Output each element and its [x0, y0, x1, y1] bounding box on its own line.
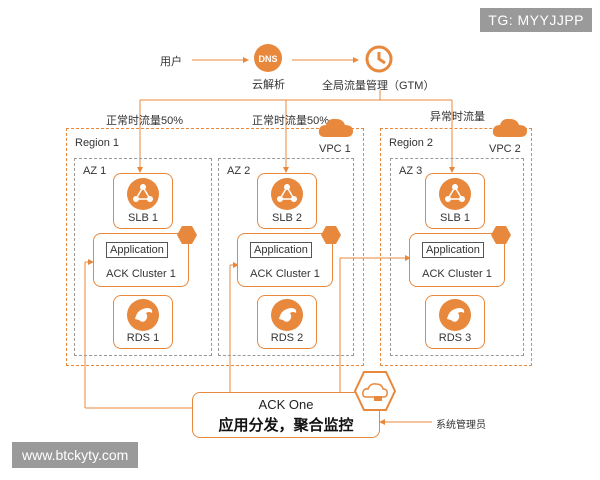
- region-1-label: Region 1: [75, 137, 120, 149]
- ack-cluster-box: Application ACK Cluster 1: [93, 233, 189, 287]
- mysql-dolphin-icon: [271, 299, 303, 331]
- az-2: AZ 2 SLB 2 Application ACK Cluster 1 RDS…: [218, 158, 354, 356]
- rds-label: RDS 1: [126, 332, 160, 344]
- slb-label: SLB 1: [440, 212, 470, 224]
- slb-icon: [439, 178, 471, 210]
- gtm-label: 全局流量管理（GTM）: [322, 80, 435, 92]
- user-label: 用户: [160, 56, 182, 68]
- ack-cluster-box: Application ACK Cluster 1: [237, 233, 333, 287]
- watermark-bottom-left: www.btckyty.com: [12, 442, 139, 468]
- application-label: Application: [250, 242, 312, 258]
- ackone-cloud-icon: [353, 370, 397, 412]
- mysql-dolphin-icon: [439, 299, 471, 331]
- region-1: Region 1 VPC 1: [66, 118, 364, 366]
- dns-icon: DNS: [254, 44, 282, 72]
- rds-label: RDS 3: [438, 332, 472, 344]
- cluster-label: ACK Cluster 1: [106, 268, 176, 280]
- cluster-label: ACK Cluster 1: [250, 268, 320, 280]
- az-label: AZ 1: [83, 165, 107, 177]
- application-label: Application: [422, 242, 484, 258]
- admin-label: 系统管理员: [436, 420, 486, 431]
- az-label: AZ 2: [227, 165, 251, 177]
- az-1: AZ 1 SLB 1 Application ACK Cluster 1 RDS…: [74, 158, 212, 356]
- rds-box: RDS 1: [113, 295, 173, 349]
- svg-text:DNS: DNS: [258, 54, 277, 64]
- az-label: AZ 3: [399, 165, 423, 177]
- ack-cluster-box: Application ACK Cluster 1: [409, 233, 505, 287]
- ack-one-box: ACK One 应用分发，聚合监控: [192, 392, 380, 438]
- kubernetes-icon: [491, 226, 511, 244]
- region-1-vpc: VPC 1: [319, 143, 351, 155]
- region-2-vpc: VPC 2: [489, 143, 521, 155]
- cloud-icon: [317, 117, 355, 137]
- kubernetes-icon: [177, 226, 197, 244]
- az-3: AZ 3 SLB 1 Application ACK Cluster 1 RDS…: [390, 158, 524, 356]
- flow-normal-2: 正常时流量50%: [252, 115, 330, 127]
- flow-normal-1: 正常时流量50%: [106, 115, 184, 127]
- dns-label: 云解析: [252, 79, 285, 91]
- slb-icon: [271, 178, 303, 210]
- rds-box: RDS 3: [425, 295, 485, 349]
- cloud-icon: [491, 117, 529, 137]
- mysql-dolphin-icon: [127, 299, 159, 331]
- ack-one-title: ACK One: [258, 397, 314, 412]
- application-label: Application: [106, 242, 168, 258]
- slb-label: SLB 1: [128, 212, 158, 224]
- flow-abnormal: 异常时流量: [430, 111, 485, 123]
- gtm-icon: [364, 44, 394, 74]
- slb-icon: [127, 178, 159, 210]
- region-2-label: Region 2: [389, 137, 434, 149]
- rds-label: RDS 2: [270, 332, 304, 344]
- watermark-top-right: TG: MYYJJPP: [480, 8, 592, 32]
- rds-box: RDS 2: [257, 295, 317, 349]
- region-2: Region 2 VPC 2: [380, 118, 532, 366]
- cluster-label: ACK Cluster 1: [422, 268, 492, 280]
- slb-box: SLB 2: [257, 173, 317, 229]
- slb-label: SLB 2: [272, 212, 302, 224]
- kubernetes-icon: [321, 226, 341, 244]
- slb-box: SLB 1: [425, 173, 485, 229]
- ack-one-subtitle: 应用分发，聚合监控: [218, 417, 354, 434]
- slb-box: SLB 1: [113, 173, 173, 229]
